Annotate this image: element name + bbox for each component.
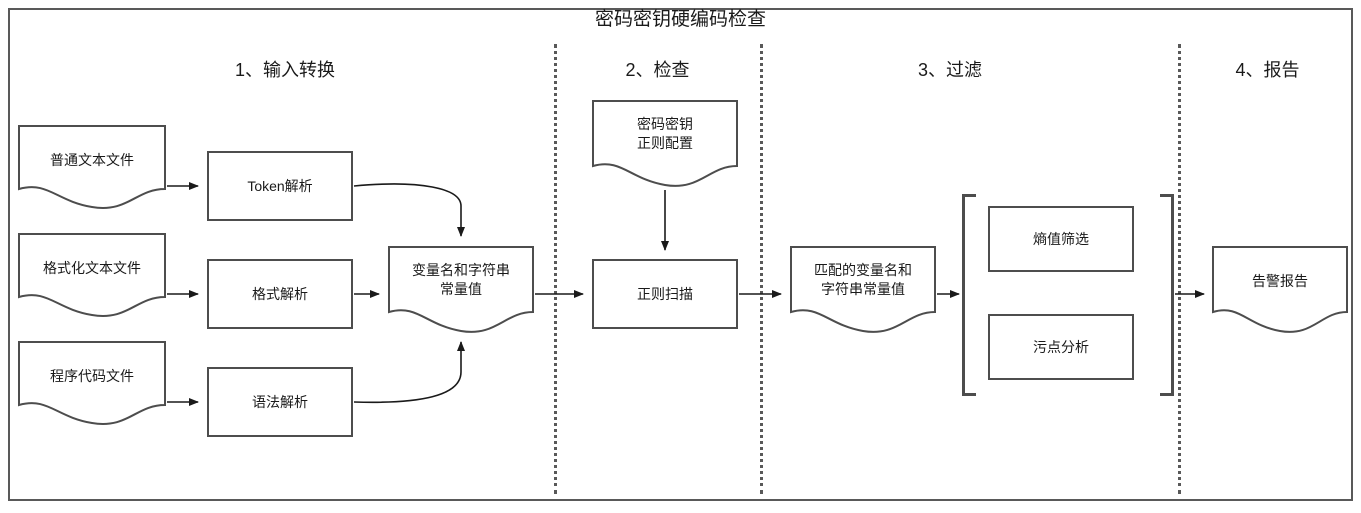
document-label: 变量名和字符串 常量值 [412, 262, 510, 297]
phase-label-check: 2、检查 [625, 60, 690, 80]
phase-label-report: 4、报告 [1235, 60, 1300, 80]
document-label: 告警报告 [1252, 273, 1308, 289]
document-label: 密码密钥 正则配置 [637, 116, 693, 151]
document-plain-text-file[interactable]: 普通文本文件 [18, 125, 166, 209]
process-taint-analysis[interactable]: 污点分析 [988, 314, 1134, 380]
document-label: 格式化文本文件 [43, 260, 141, 276]
document-secret-regex-config[interactable]: 密码密钥 正则配置 [592, 100, 738, 187]
document-label: 匹配的变量名和 字符串常量值 [814, 262, 912, 297]
document-matched-variables-and-string-constants[interactable]: 匹配的变量名和 字符串常量值 [790, 246, 936, 333]
process-regex-scan[interactable]: 正则扫描 [592, 259, 738, 329]
document-formatted-text-file[interactable]: 格式化文本文件 [18, 233, 166, 317]
phase-divider-2 [760, 44, 763, 494]
process-token-parse[interactable]: Token解析 [207, 151, 353, 221]
document-variable-names-and-string-constants[interactable]: 变量名和字符串 常量值 [388, 246, 534, 333]
phase-divider-3 [1178, 44, 1181, 494]
process-entropy-filter[interactable]: 熵值筛选 [988, 206, 1134, 272]
page-title: 密码密钥硬编码检查 [594, 9, 766, 30]
document-source-code-file[interactable]: 程序代码文件 [18, 341, 166, 425]
bracket-right [1160, 194, 1174, 396]
document-alert-report[interactable]: 告警报告 [1212, 246, 1348, 333]
phase-label-filter: 3、过滤 [917, 60, 982, 80]
filter-step-group [962, 194, 1174, 396]
process-syntax-parse[interactable]: 语法解析 [207, 367, 353, 437]
process-format-parse[interactable]: 格式解析 [207, 259, 353, 329]
document-label: 程序代码文件 [50, 368, 134, 384]
bracket-left [962, 194, 976, 396]
phase-divider-1 [554, 44, 557, 494]
document-label: 普通文本文件 [50, 152, 134, 168]
phase-label-input-conversion: 1、输入转换 [234, 60, 335, 80]
